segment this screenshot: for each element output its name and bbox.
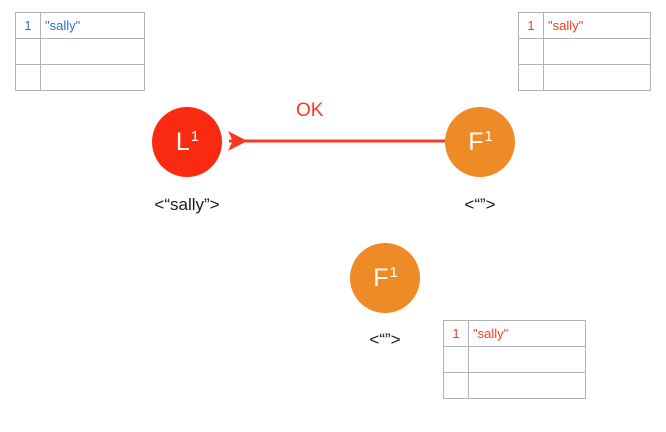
node-caption-leader: <“sally”>	[154, 195, 220, 214]
cell-id	[15, 38, 41, 65]
node-caption-follower-bottom: <“”>	[369, 330, 401, 349]
node-leader-l1[interactable]: L1	[152, 107, 222, 177]
cell-id: 1	[15, 12, 41, 39]
table-right: 1 "sally"	[518, 12, 651, 91]
cell-id	[443, 346, 469, 373]
table-row	[15, 38, 145, 65]
node-superscript: 1	[484, 127, 493, 145]
cell-value	[468, 372, 586, 399]
node-superscript: 1	[389, 263, 398, 281]
table-row: 1 "sally"	[15, 12, 145, 39]
node-symbol: L1	[175, 127, 200, 156]
node-symbol: F1	[373, 263, 398, 292]
cell-id	[15, 64, 41, 91]
table-row	[518, 64, 651, 91]
cell-value: "sally"	[40, 12, 145, 39]
table-row: 1 "sally"	[443, 320, 586, 347]
cell-value	[468, 346, 586, 373]
cell-id: 1	[518, 12, 544, 39]
cell-value	[40, 64, 145, 91]
node-symbol: F1	[468, 127, 493, 156]
cell-value: "sally"	[543, 12, 651, 39]
table-row	[15, 64, 145, 91]
cell-value	[543, 38, 651, 65]
table-row	[518, 38, 651, 65]
arrow-label-ok: OK	[296, 100, 324, 121]
table-left: 1 "sally"	[15, 12, 145, 91]
node-follower-bottom-f1[interactable]: F1	[350, 243, 420, 313]
node-follower-right-f1[interactable]: F1	[445, 107, 515, 177]
node-superscript: 1	[190, 127, 200, 145]
cell-value	[40, 38, 145, 65]
cell-id: 1	[443, 320, 469, 347]
cell-id	[518, 64, 544, 91]
cell-value	[543, 64, 651, 91]
cell-id	[443, 372, 469, 399]
cell-id	[518, 38, 544, 65]
table-row	[443, 372, 586, 399]
table-bottom: 1 "sally"	[443, 320, 586, 399]
node-caption-follower-right: <“”>	[464, 195, 496, 214]
table-row	[443, 346, 586, 373]
table-row: 1 "sally"	[518, 12, 651, 39]
cell-value: "sally"	[468, 320, 586, 347]
